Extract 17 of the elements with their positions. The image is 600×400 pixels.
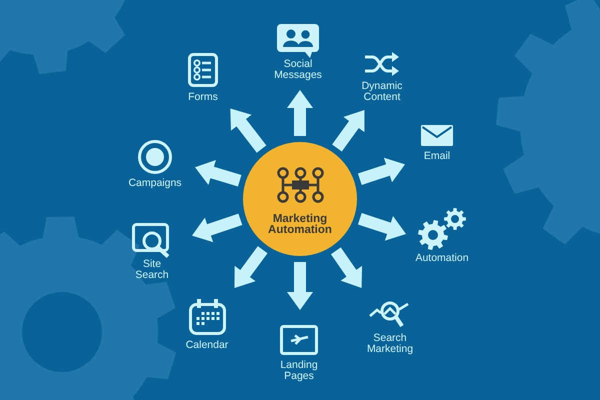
node-label: Calendar	[185, 340, 229, 350]
arrow	[287, 90, 313, 136]
node-label: Landing Pages	[280, 360, 318, 381]
arrow	[190, 214, 242, 242]
hub-label: Marketing Automation	[268, 214, 332, 235]
node-label: Campaigns	[128, 178, 182, 188]
node-label: Dynamic Content	[361, 81, 403, 102]
arrow	[358, 213, 408, 241]
arrow	[287, 262, 313, 310]
node-label: Forms	[188, 92, 218, 102]
node-label: Automation	[414, 253, 470, 264]
node-label: Email	[423, 151, 451, 162]
node-label: Search Marketing	[366, 333, 414, 354]
arrow	[358, 158, 407, 185]
node-label: Site Search	[134, 259, 170, 280]
arrow	[193, 160, 242, 187]
node-label: Social Messages	[274, 59, 322, 80]
